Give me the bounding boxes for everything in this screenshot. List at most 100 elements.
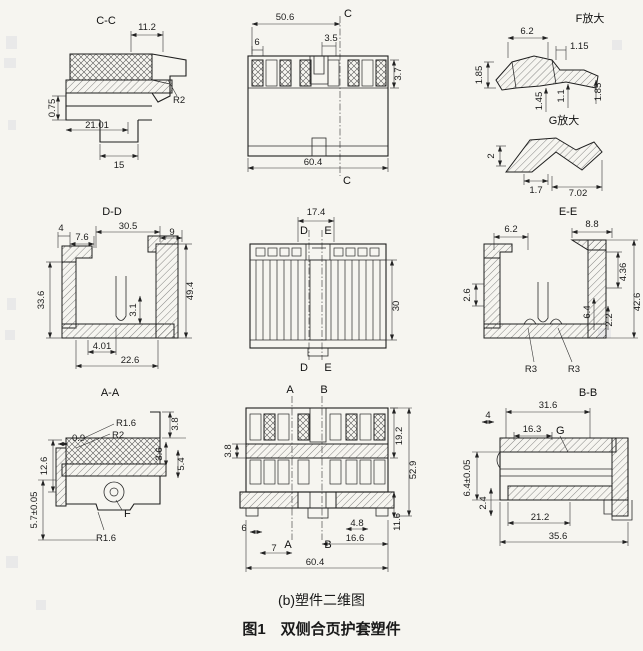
hinge-pocket [115,276,127,321]
part-section-hatch [61,463,167,477]
view-bb: B-B 31.6 4 16.3 G 6.4±0.05 2.4 21.2 [462,387,633,546]
dim-label: 9 [169,227,174,238]
part-flange [55,447,67,507]
dim-label: 1.15 [570,41,589,52]
dim-label: 8.8 [585,219,598,230]
dim-label: 0.9 [72,433,85,444]
view-mid: 17.4 D E 30 D E [249,207,402,374]
dim-label: 60.4 [304,157,323,168]
dim-label: 2.4 [478,496,489,509]
dim-label: 2.2 [604,313,615,326]
view-g: G放大 2 1.7 7.02 [486,113,603,199]
view-title-bb: B-B [579,387,597,399]
dim-label: 1.85 [474,66,485,85]
dim-label: 4.36 [618,263,629,282]
dim-label: 11.6 [392,513,403,531]
part-end-cap [611,437,629,517]
view-bot: A B [223,384,419,572]
section-letter: A [284,539,292,551]
upper-teeth [249,413,386,441]
dim-label: 11.2 [138,22,156,33]
dim-label: 30 [391,301,402,312]
dim-label: 2.6 [462,288,473,301]
dim-label: 0.75 [47,99,58,118]
part-flange [570,239,607,251]
section-letter: B [324,539,331,551]
dim-label: 2 [486,153,497,158]
part-wall [483,257,501,329]
dim-label: 33.6 [36,291,47,310]
view-top: 50.6 C 6 3.5 3.7 60 [247,8,404,187]
part-wall [155,243,179,339]
detail-letter: F [124,508,131,520]
dim-label: 7.02 [569,188,588,199]
center-block [305,244,331,260]
pocket-radii [523,318,563,325]
dim-label: 50.6 [276,12,295,23]
dim-label: 31.6 [539,400,558,411]
dim-label: 3.8 [223,444,234,457]
view-dd: D-D 4 7.6 30.5 9 33.6 3.1 49.4 [36,206,196,369]
radius-label: R3 [525,364,537,375]
section-letter: E [324,362,331,374]
view-aa: A-A R1.6 R2 0.9 3.8 3.6 5.4 12.6 5.7±0.0… [29,387,187,544]
dim-label: 4.8 [350,518,363,529]
dim-label: 42.6 [632,293,643,312]
radius-label: R2 [112,430,124,441]
dim-label: 1.7 [529,185,542,196]
part-outline [65,93,152,121]
dim-label: 4 [485,410,490,421]
part-outline [65,476,161,511]
dim-label: 49.4 [185,282,196,301]
bottom-slot [311,137,327,157]
view-title-dd: D-D [102,206,122,218]
radius-label: R3 [568,364,580,375]
radius-label: R2 [173,95,185,106]
part-top-bar [499,437,617,453]
view-title-f: F放大 [576,11,605,25]
detail-g-section [505,137,603,173]
foot [611,500,633,521]
dim-label: 3.8 [170,417,181,430]
hinge-pocket [537,282,549,323]
figure-caption: 图1 双侧合页护套塑件 [242,621,401,638]
dim-label: 6 [241,523,246,534]
radius-label: R1.6 [116,418,136,429]
part-wall [61,261,77,329]
hinge-pin [109,487,119,497]
dim-label: 4.01 [93,341,112,352]
section-letter: A [286,384,294,396]
dim-label: 21.01 [85,120,109,131]
dim-label: 3.6 [154,447,165,460]
view-title-aa: A-A [101,387,120,399]
part-bottom-bar [507,485,613,501]
view-f: F放大 6.2 1.15 1.85 1.45 1.1 1.85 [474,11,604,112]
section-letter: D [300,225,308,237]
view-cc: C-C 11.2 R2 0.75 21.01 15 [47,15,187,171]
hinge-pin-hole [103,481,125,503]
dim-label: 3.1 [128,303,139,316]
dim-label: 15 [114,160,125,171]
mid-band-hatch [245,443,389,459]
dim-label: 1.1 [556,89,567,102]
view-title-ee: E-E [559,206,577,218]
center-slot [309,259,327,341]
dim-label: 35.6 [549,531,568,542]
center-latch-slot [309,56,329,85]
dim-label: 16.6 [346,533,365,544]
part-section-hatch [65,79,173,94]
dim-label: 5.4 [176,457,187,470]
dim-label: 22.6 [121,355,140,366]
dim-label: 3.5 [324,33,337,44]
dim-label: 30.5 [119,221,138,232]
radius-label: R1.6 [96,533,116,544]
view-ee: E-E 6.2 8.8 2.6 6.4 2.2 4.36 42.6 [462,206,643,375]
dim-label: 21.2 [531,512,550,523]
section-letter: C [343,175,351,187]
dim-label: 3.7 [393,67,404,80]
part-outline [247,55,389,157]
rib-lines [255,260,381,340]
foot [375,507,389,517]
dim-label: 52.9 [408,461,419,480]
dim-label: 6.4±0.05 [462,460,473,497]
